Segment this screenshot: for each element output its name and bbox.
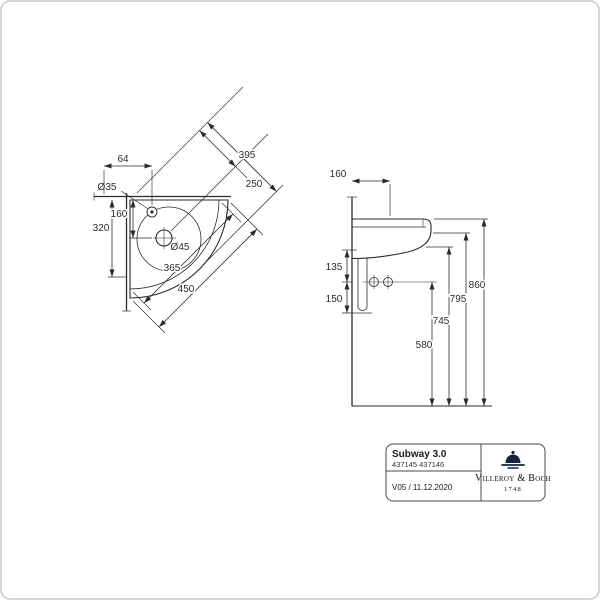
dim-860-label: 860 [469, 280, 486, 291]
dia-35-label: Ø35 [98, 182, 117, 193]
brand-year: 1748 [504, 486, 522, 493]
side-view-drawing: 160 135 150 580 745 795 860 [324, 169, 492, 407]
top-view-dimension-lines [104, 122, 277, 328]
top-view-drawing: 64 395 250 Ø35 160 320 Ø45 365 450 [91, 86, 284, 334]
dim-795-label: 795 [450, 294, 467, 305]
tap-hole-center [150, 210, 154, 214]
dim-365-label: 365 [164, 263, 181, 274]
dim-160-wall-label: 160 [330, 169, 347, 180]
dim-450-label: 450 [178, 284, 195, 295]
dim-64-label: 64 [117, 154, 129, 165]
villeroy-boch-logo-icon [501, 450, 525, 469]
dim-395-label: 395 [239, 150, 256, 161]
side-view-dimension-lines [344, 178, 487, 406]
dia-45-label: Ø45 [171, 242, 190, 253]
dim-135-label: 135 [326, 262, 343, 273]
wall-and-floor [347, 196, 492, 407]
dim-745-label: 745 [433, 316, 450, 327]
title-block: Subway 3.0 437145 437146 V05 / 11.12.202… [385, 443, 551, 502]
article-numbers: 437145 437146 [392, 460, 444, 469]
wall-lines [93, 192, 231, 312]
product-name: Subway 3.0 [392, 449, 447, 460]
bowl-outline [136, 206, 202, 272]
dim-250-label: 250 [246, 179, 263, 190]
brand-wordmark: Villeroy & Boch [475, 473, 551, 484]
dim-150-label: 150 [326, 294, 343, 305]
dim-580-label: 580 [416, 340, 433, 351]
basin-profile [351, 218, 437, 311]
version-date: V05 / 11.12.2020 [392, 483, 453, 492]
dim-160-label: 160 [111, 209, 128, 220]
dim-320-label: 320 [93, 223, 110, 234]
title-block-border [385, 443, 546, 502]
top-view-extension-lines [103, 86, 284, 334]
